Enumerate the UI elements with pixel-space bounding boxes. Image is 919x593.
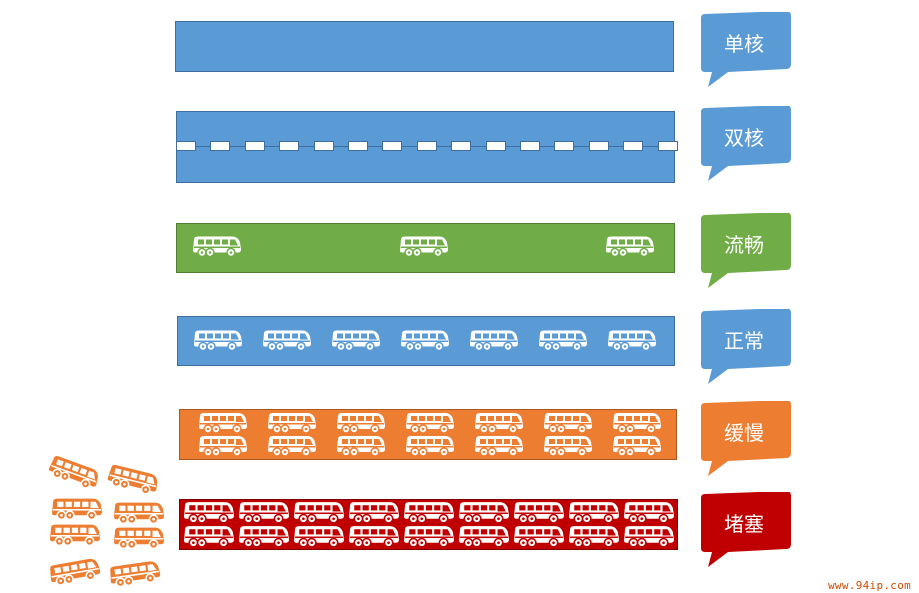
lane-dash xyxy=(313,141,334,151)
bus-icon xyxy=(538,329,588,356)
bus-icon xyxy=(458,501,510,528)
speech-bubble-shape xyxy=(701,309,791,384)
bus-icon xyxy=(336,412,386,438)
bus-icon xyxy=(192,235,242,262)
bus-icon xyxy=(113,526,165,554)
bus-icon xyxy=(183,525,235,552)
bus-icon xyxy=(331,329,381,356)
bus-icon xyxy=(198,412,248,438)
bus-icon xyxy=(348,501,400,528)
bus-icon xyxy=(543,412,593,438)
lane-dash xyxy=(348,141,368,151)
bus-icon xyxy=(49,558,101,588)
bus-icon xyxy=(238,525,290,552)
lane-dash xyxy=(451,141,472,151)
bus-icon xyxy=(113,501,165,529)
lane-dash xyxy=(554,141,575,151)
bus-icon xyxy=(513,501,565,528)
bubble-slow: 缓慢 xyxy=(698,401,791,476)
dual-core-lane xyxy=(176,111,678,183)
speech-bubble-shape xyxy=(701,401,791,476)
label-dual-core: 双核 xyxy=(724,125,764,150)
label-smooth: 流畅 xyxy=(724,232,764,257)
lane-dash xyxy=(279,141,300,151)
bus-icon xyxy=(293,525,345,552)
lane-dash xyxy=(210,141,231,151)
bus-icon xyxy=(403,501,455,528)
speech-bubble-shape xyxy=(701,106,791,181)
bus-icon xyxy=(348,525,400,552)
bus-icon xyxy=(612,412,662,438)
bus-icon xyxy=(183,501,235,528)
bus-icon xyxy=(403,525,455,552)
single-core-lane xyxy=(175,21,674,72)
lane-dash xyxy=(416,141,437,151)
bus-icon xyxy=(623,525,675,552)
bus-icon xyxy=(612,435,662,461)
bubble-single-core: 单核 xyxy=(698,12,791,87)
bus-icon xyxy=(474,412,524,438)
speech-bubble-shape xyxy=(701,213,791,288)
speech-bubble-shape xyxy=(701,12,791,87)
lane-dash xyxy=(382,141,403,151)
label-congested: 堵塞 xyxy=(724,511,764,536)
bus-icon xyxy=(543,435,593,461)
bus-icon xyxy=(193,329,243,356)
bus-icon xyxy=(262,329,312,356)
lane-dash xyxy=(520,141,540,151)
speech-bubble-shape xyxy=(701,492,791,567)
bus-icon xyxy=(469,329,519,356)
smooth-lane xyxy=(176,223,675,273)
bus-icon xyxy=(238,501,290,528)
lane-dash xyxy=(657,141,678,151)
bus-icon xyxy=(267,435,317,461)
bus-icon xyxy=(49,523,101,551)
bus-icon xyxy=(474,435,524,461)
label-single-core: 单核 xyxy=(724,31,764,56)
bubble-dual-core: 双核 xyxy=(698,106,791,181)
bus-icon xyxy=(293,501,345,528)
bus-icon xyxy=(336,435,386,461)
watermark: www.94ip.com xyxy=(828,579,912,592)
slow-lane xyxy=(179,409,677,460)
label-normal: 正常 xyxy=(724,328,764,353)
label-slow: 缓慢 xyxy=(724,420,764,445)
bus-icon xyxy=(568,501,620,528)
bus-icon xyxy=(107,464,159,496)
bus-icon xyxy=(51,497,103,525)
bubble-smooth: 流畅 xyxy=(698,213,791,288)
bus-icon xyxy=(623,501,675,528)
bus-icon xyxy=(198,435,248,461)
bus-icon xyxy=(405,412,455,438)
congested-lane xyxy=(179,499,678,550)
bus-icon xyxy=(399,235,449,262)
lane-dash xyxy=(623,141,644,151)
lane-dash xyxy=(176,141,196,151)
lane-dash xyxy=(244,141,265,151)
bus-icon xyxy=(405,435,455,461)
bus-icon xyxy=(568,525,620,552)
bubble-normal: 正常 xyxy=(698,309,791,384)
bubble-congested: 堵塞 xyxy=(698,492,791,567)
bus-icon xyxy=(400,329,450,356)
normal-lane xyxy=(177,316,675,366)
bus-icon xyxy=(607,329,657,356)
lane-dash xyxy=(485,141,506,151)
bus-icon xyxy=(109,561,161,590)
bus-icon xyxy=(458,525,510,552)
bus-icon xyxy=(48,456,100,489)
lane-dash xyxy=(588,141,609,151)
bus-icon xyxy=(513,525,565,552)
bus-icon xyxy=(267,412,317,438)
bus-icon xyxy=(605,235,655,262)
